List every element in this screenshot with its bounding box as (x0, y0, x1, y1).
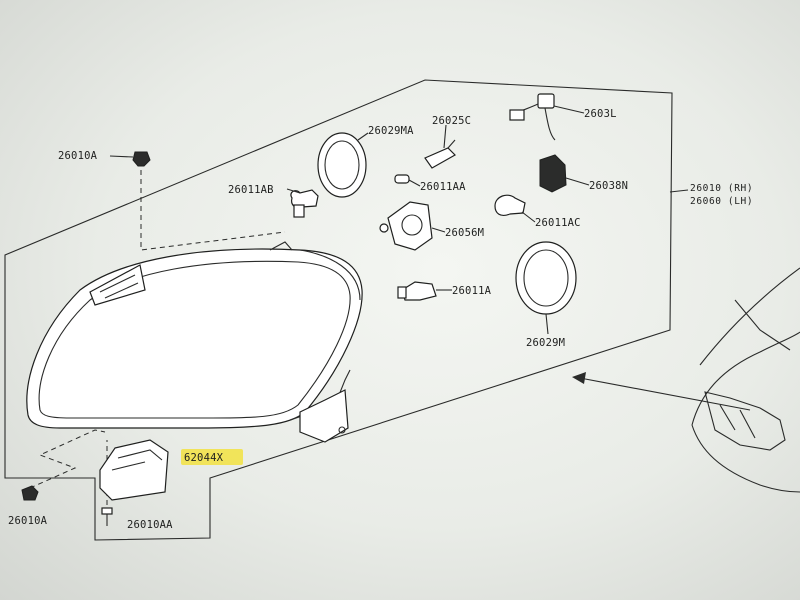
bolt-26010a-bottom (21, 485, 39, 501)
leader-26010-rh (669, 189, 689, 193)
seal-ring-26029ma (317, 132, 367, 198)
leader-26038n (565, 177, 590, 186)
highlight-62044x (181, 449, 243, 465)
leader-26029m (545, 313, 549, 335)
leader-bottom-bolt (29, 429, 106, 489)
socket-26038n (539, 154, 567, 193)
label-26010-rh: 26010 (RH) (690, 183, 753, 194)
label-26029m: 26029M (526, 337, 565, 349)
socket-harness-26031 (509, 93, 556, 141)
label-26060-lh: 26060 (LH) (690, 196, 753, 207)
leader-26011ab (286, 188, 301, 194)
leader-26056m (431, 227, 446, 233)
leader-26031 (553, 105, 585, 114)
label-26025c: 26025C (432, 115, 471, 127)
label-26038n: 26038N (589, 180, 628, 192)
motor-26056m (379, 201, 433, 251)
assembly-frame (4, 79, 673, 541)
vehicle-location-sketch (691, 267, 800, 493)
leader-26010a (109, 155, 134, 158)
seal-ring-26029m (515, 241, 577, 315)
label-26029ma: 26029MA (368, 125, 414, 137)
bracket-62044x (99, 439, 169, 501)
bolt-26010a-top (132, 151, 151, 167)
bulb-26011ab (290, 189, 319, 218)
label-26011ab: 26011AB (228, 184, 274, 196)
leader-26011aa (408, 179, 421, 187)
bulb-26011ac (494, 194, 526, 217)
leader-26025c (443, 124, 447, 149)
socket-26025c (424, 139, 456, 169)
leader-top-bolt (140, 170, 286, 251)
screw-26010aa (101, 507, 113, 526)
bulb-26011aa (394, 174, 410, 184)
location-arrow (572, 372, 751, 411)
label-62044x: 62044X (184, 452, 224, 464)
label-26031: 2603L (584, 108, 617, 120)
label-26011ac: 26011AC (535, 217, 581, 229)
leader-26011ac (521, 211, 536, 223)
label-26010aa: 26010AA (127, 519, 173, 531)
label-26011aa: 26011AA (420, 181, 466, 193)
headlamp-assembly (26, 241, 363, 443)
label-26010a-bottom: 26010A (8, 515, 48, 527)
label-26010a-top: 26010A (58, 150, 98, 162)
label-26011a: 26011A (452, 285, 492, 297)
bulb-26011a (397, 281, 437, 301)
label-26056m: 26056M (445, 227, 484, 239)
leader-26029ma (357, 132, 369, 141)
